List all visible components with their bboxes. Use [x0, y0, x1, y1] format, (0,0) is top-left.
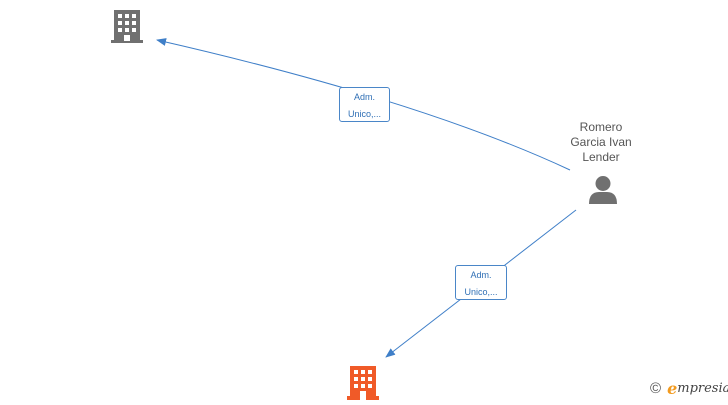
- edge-line-top: [156, 38, 571, 171]
- edge-label-top-line-1: Adm.: [353, 92, 375, 102]
- edge-label-bottom[interactable]: Adm. Unico,...: [455, 265, 507, 300]
- building-icon: [111, 10, 143, 43]
- person-name-line-1: Romero: [579, 120, 623, 134]
- copyright-symbol: ©: [650, 380, 662, 397]
- company-node-bottom[interactable]: [347, 366, 379, 405]
- building-icon: [347, 366, 379, 400]
- brand-name: mpresia: [677, 381, 728, 396]
- edge-label-top-line-2: Unico,...: [347, 109, 381, 119]
- brand-logo: © e mpresia: [650, 379, 728, 398]
- person-node[interactable]: [588, 175, 618, 210]
- person-name[interactable]: Romero Garcia Ivan Lender: [556, 120, 646, 165]
- edge-label-bottom-line-1: Adm.: [470, 270, 492, 280]
- edge-label-bottom-line-2: Unico,...: [464, 287, 498, 297]
- person-name-line-3: Lender: [582, 150, 620, 164]
- company-node-top[interactable]: [111, 10, 143, 48]
- brand-initial: e: [667, 379, 678, 398]
- person-name-line-2: Garcia Ivan: [570, 135, 632, 149]
- edge-label-top[interactable]: Adm. Unico,...: [339, 87, 390, 122]
- person-icon: [589, 176, 617, 204]
